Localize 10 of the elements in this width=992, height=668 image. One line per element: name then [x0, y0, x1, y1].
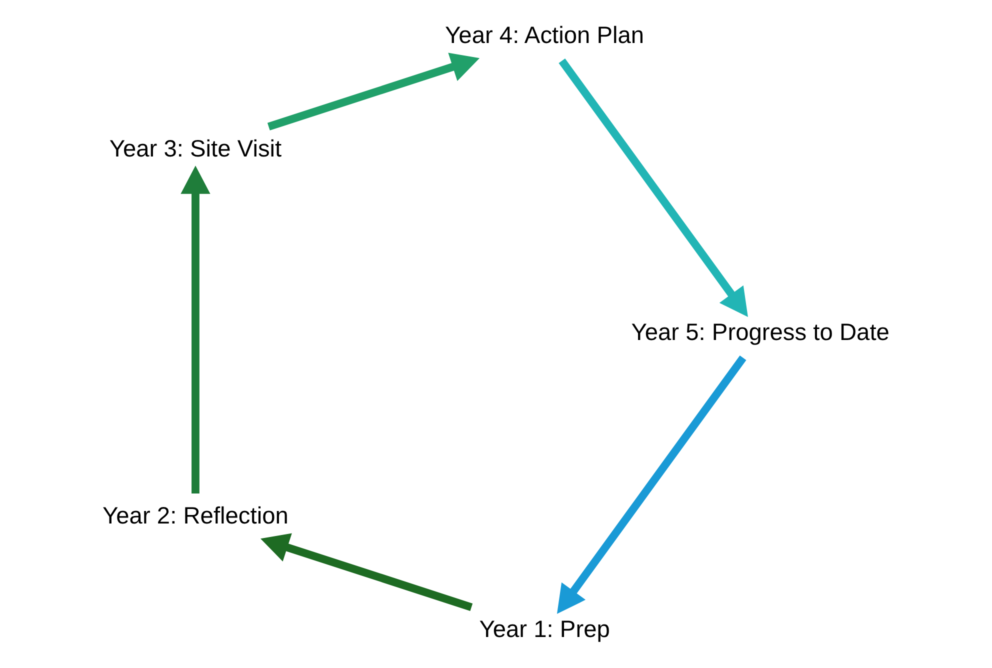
- node-text: Year 4: Action Plan: [445, 22, 644, 49]
- arrow: [180, 166, 210, 494]
- node-text: Year 2: Reflection: [102, 503, 288, 530]
- arrow: [267, 52, 480, 130]
- arrow: [556, 355, 746, 614]
- node-text: Year 3: Site Visit: [109, 136, 282, 162]
- node-text: Year 1: Prep: [479, 616, 610, 643]
- node-text: Year 5: Progress to Date: [631, 320, 890, 346]
- arrow: [260, 533, 473, 611]
- arrow: [558, 58, 748, 317]
